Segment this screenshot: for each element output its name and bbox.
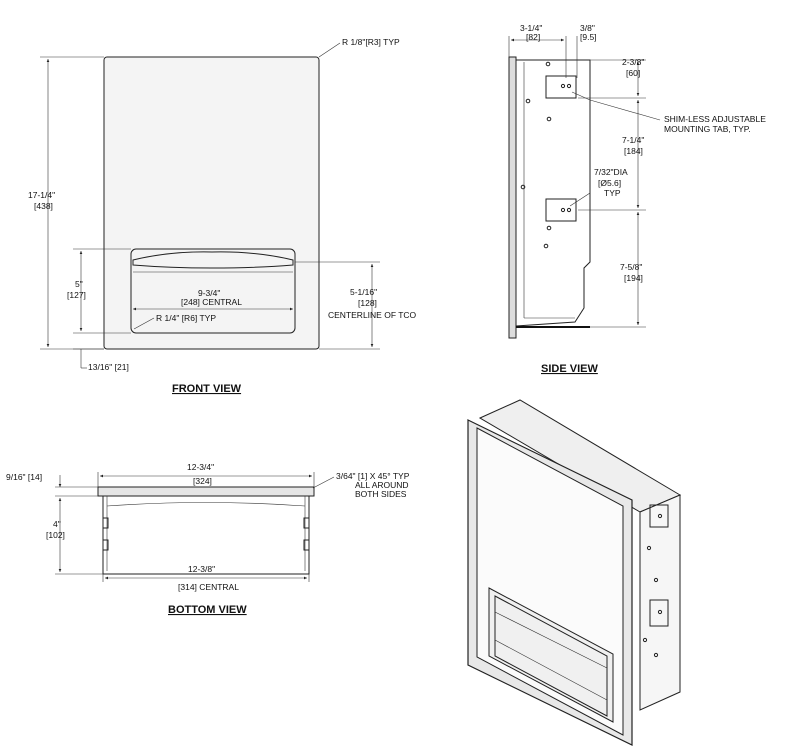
side-top-in: 2-3/8": [622, 57, 644, 67]
side-mid-mm: [184]: [624, 146, 643, 156]
side-tab-note-1: SHIM-LESS ADJUSTABLE: [664, 114, 766, 124]
side-hole: [545, 61, 551, 67]
iso-side-tab: [649, 504, 669, 528]
front-tco-mm: [128]: [358, 298, 377, 308]
isometric-view: [467, 399, 682, 746]
bottom-view-title: BOTTOM VIEW: [168, 604, 247, 616]
side-lower-tab: [545, 198, 577, 222]
bottom-flange: [97, 486, 315, 497]
side-flange-in: 3/8": [580, 23, 595, 33]
bottom-inner-w-in: 12-3/8": [188, 564, 215, 574]
side-top-mm: [60]: [626, 68, 640, 78]
front-view-title: FRONT VIEW: [172, 383, 242, 395]
bottom-inner-w-mm: [314] CENTRAL: [178, 582, 239, 592]
side-hole-3: TYP: [604, 188, 621, 198]
front-height-in: 17-1/4": [28, 190, 55, 200]
bottom-chamfer-1: 3/64" [1] X 45° TYP: [336, 471, 410, 481]
front-opening-radius: R 1/4" [R6] TYP: [156, 313, 216, 323]
side-mid-in: 7-1/4": [622, 135, 644, 145]
bottom-chamfer-3: BOTH SIDES: [355, 489, 407, 499]
bottom-view: 12-3/4" [324] 9/16" [14] 4" [102] 3/64" …: [6, 462, 410, 616]
iso-side-tab: [649, 599, 669, 627]
bottom-width-in: 12-3/4": [187, 462, 214, 472]
bottom-depth-in: 4": [53, 519, 61, 529]
side-hole-2: [Ø5.6]: [598, 178, 621, 188]
side-low-mm: [194]: [624, 273, 643, 283]
side-tab-note-2: MOUNTING TAB, TYP.: [664, 124, 751, 134]
front-opening-w-in: 9-3/4": [198, 288, 220, 298]
side-view: 3-1/4" [82] 3/8" [9.5] 2-3/8" [60] 7-1/4…: [508, 23, 766, 375]
bottom-flange-in: 9/16" [14]: [6, 472, 42, 482]
front-height-mm: [438]: [34, 201, 53, 211]
front-opening-lip: [132, 251, 294, 269]
front-view: 17-1/4" [438] R 1/8"[R3] TYP 5" [127] 9-…: [28, 37, 417, 395]
front-opening-h-mm: [127]: [67, 290, 86, 300]
bottom-width-mm: [324]: [193, 476, 212, 486]
side-hole: [525, 98, 531, 104]
front-tco-in: 5-1/16": [350, 287, 377, 297]
side-hole: [546, 225, 552, 231]
side-hole: [520, 184, 526, 190]
front-opening-w-mm: [248] CENTRAL: [181, 297, 242, 307]
side-flange-mm: [9.5]: [580, 32, 597, 42]
iso-opening: [488, 587, 614, 723]
side-hole: [546, 116, 552, 122]
side-depth-mm: [82]: [526, 32, 540, 42]
side-low-in: 7-5/8": [620, 262, 642, 272]
front-bottom-offset: 13/16" [21]: [88, 362, 129, 372]
bottom-body: [102, 496, 310, 575]
bottom-chamfer-2: ALL AROUND: [355, 480, 409, 490]
side-hole: [543, 243, 549, 249]
front-tco-note: CENTERLINE OF TCO: [328, 310, 417, 320]
side-hole-1: 7/32"DIA: [594, 167, 628, 177]
front-opening: [130, 248, 296, 334]
side-view-title: SIDE VIEW: [541, 363, 598, 375]
front-corner-radius: R 1/8"[R3] TYP: [342, 37, 400, 47]
side-flange: [508, 56, 517, 339]
side-depth-in: 3-1/4": [520, 23, 542, 33]
side-top-tab: [545, 75, 577, 99]
bottom-depth-mm: [102]: [46, 530, 65, 540]
front-opening-h-in: 5": [75, 279, 83, 289]
